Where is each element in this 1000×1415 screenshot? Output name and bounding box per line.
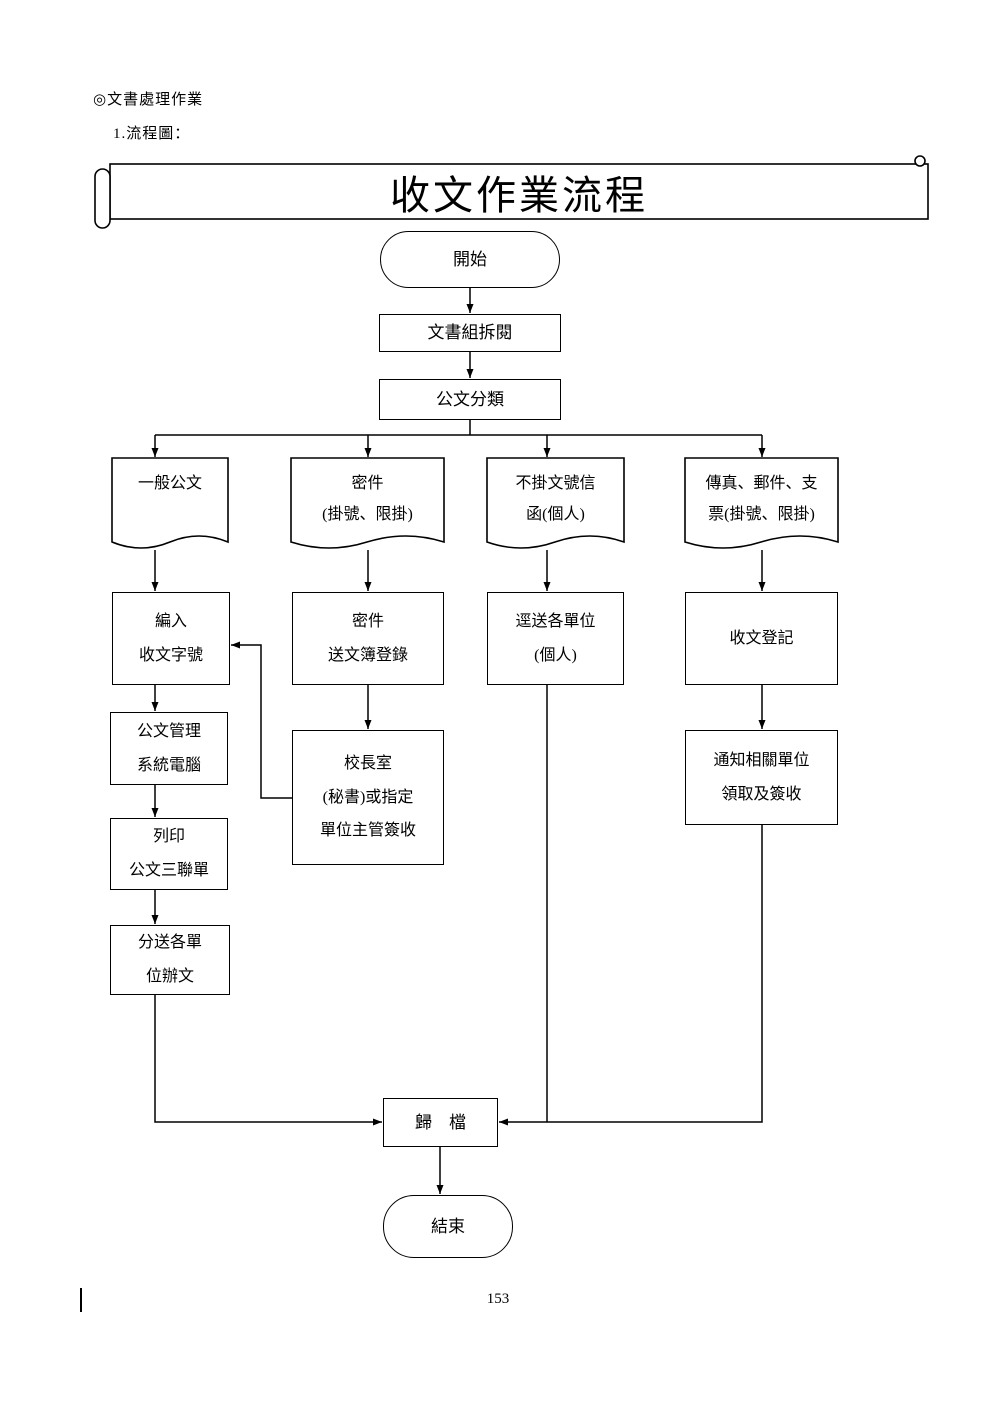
- node-direct-delivery: 逕送各單位 (個人): [487, 592, 624, 685]
- node-classification: 公文分類: [379, 379, 561, 420]
- document-shape-personal-letter: [486, 457, 625, 549]
- connector-to-archive-right: [499, 825, 763, 1126]
- margin-change-bar: [80, 1288, 82, 1312]
- section-heading: ◎文書處理作業: [93, 92, 204, 108]
- doc-label-general: 一般公文: [137, 475, 202, 492]
- document-shape-confidential: [290, 457, 445, 549]
- doc-label-confidential: 密件 (掛號、限掛): [322, 475, 413, 524]
- node-assign-receipt-number: 編入 收文字號: [112, 592, 230, 685]
- node-receipt-registration: 收文登記: [685, 592, 838, 685]
- node-mail-opening: 文書組拆閱: [379, 314, 561, 352]
- doc-label-personal-letter: 不掛文號信 函(個人): [515, 475, 596, 524]
- flowchart-label: 1.流程圖：: [113, 126, 191, 142]
- node-end: 結束: [383, 1195, 513, 1258]
- scroll-banner: [94, 155, 929, 229]
- connector-sign-to-number: [231, 641, 292, 799]
- node-confidential-logbook: 密件 送文簿登錄: [292, 592, 444, 685]
- document-shape-general: [111, 457, 229, 549]
- node-start: 開始: [380, 231, 560, 288]
- node-archive: 歸 檔: [383, 1098, 498, 1147]
- node-notify-pickup: 通知相關單位 領取及簽收: [685, 730, 838, 825]
- scroll-banner-left-roll: [94, 168, 111, 229]
- flow-connectors: [151, 288, 766, 1194]
- document-shape-fax-mail: [684, 457, 839, 549]
- node-principal-sign: 校長室 (秘書)或指定 單位主管簽收: [292, 730, 444, 865]
- node-document-management-system: 公文管理 系統電腦: [110, 712, 228, 785]
- page-number: 153: [486, 1291, 510, 1307]
- doc-label-fax-mail: 傳真、郵件、支 票(掛號、限掛): [705, 475, 818, 524]
- scroll-banner-right-curl: [914, 155, 926, 167]
- banner-title: 收文作業流程: [390, 173, 648, 218]
- connector-to-archive-left: [154, 995, 382, 1126]
- node-print-triplicate: 列印 公文三聯單: [110, 818, 228, 890]
- scroll-banner-body: [109, 163, 929, 220]
- node-distribute-units: 分送各單 位辦文: [110, 925, 230, 995]
